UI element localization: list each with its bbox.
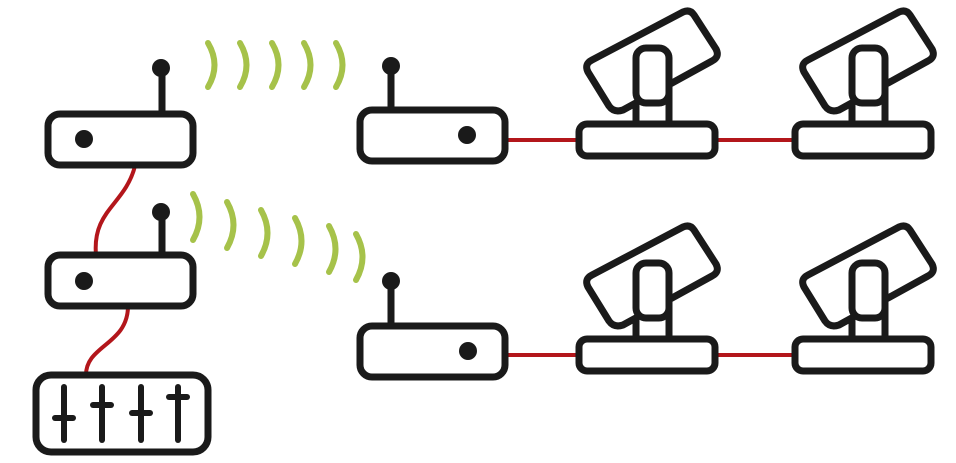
moving-head-light-icon-1 [575,7,721,160]
wireless-wave-top-5 [333,40,346,90]
fixture-yoke-arm [848,44,889,107]
fixture-base [791,335,935,375]
status-led [75,130,93,148]
receiver-body [356,106,509,165]
wireless-wave-bottom-3 [258,207,271,259]
moving-head-light-icon-2 [791,7,937,160]
status-led [75,272,93,290]
antenna-tip [382,272,400,290]
fixture-base [791,120,935,160]
wireless-transmitter-2 [44,203,197,310]
wireless-transmitter-1 [44,59,197,169]
wireless-receiver-2 [356,272,509,381]
dmx-cable-transmitter-link [93,164,137,257]
dmx-cables [83,138,797,378]
status-led [459,342,477,360]
dmx-cable-console-link [83,304,130,378]
console-body [32,371,212,456]
fixture-yoke-arm [632,44,673,107]
moving-head-fixtures [575,7,937,375]
wireless-wave-bottom-4 [292,215,305,267]
wireless-wave-bottom-5 [326,223,339,275]
wireless-wave-top-1 [205,40,218,90]
moving-head-light-icon-3 [575,222,721,375]
lighting-console [32,371,212,456]
transmitter-body [44,110,197,169]
receiver-body [356,322,509,381]
wireless-wave-top-2 [237,40,250,90]
fixture-base [575,335,719,375]
wireless-wave-bottom-1 [190,191,203,243]
console-faders [52,384,190,443]
wireless-signal-waves [190,40,366,283]
wireless-wave-top-4 [301,40,314,90]
fixture-base [575,120,719,160]
fixture-yoke-arm [632,259,673,322]
wireless-wave-bottom-6 [353,231,366,283]
status-led [458,126,476,144]
antenna-tip [152,59,170,77]
transmitter-body [44,251,197,310]
wireless-wave-bottom-2 [224,199,237,251]
antenna-tip [152,203,170,221]
fixture-yoke-arm [848,259,889,322]
moving-head-light-icon-4 [791,222,937,375]
wireless-receiver-1 [356,57,509,165]
wireless-wave-top-3 [269,40,282,90]
antenna-tip [382,57,400,75]
